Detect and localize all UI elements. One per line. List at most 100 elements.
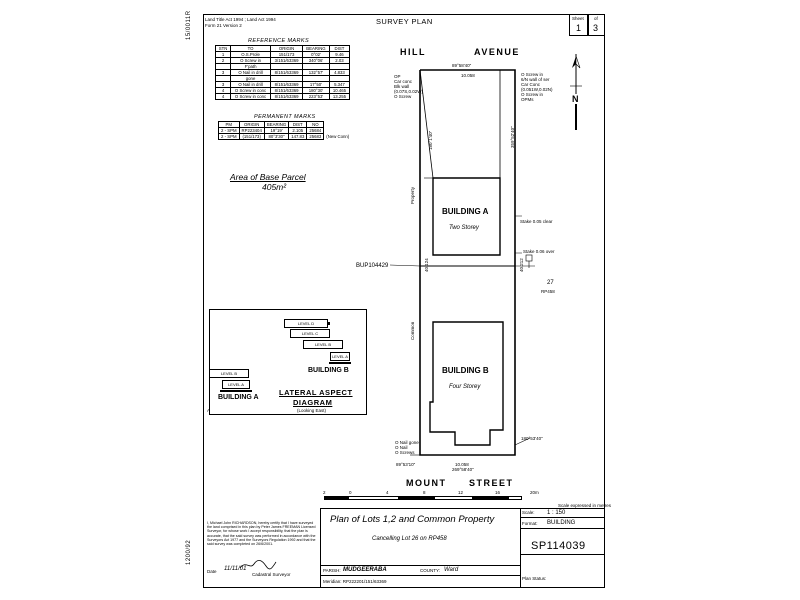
reference-marks-cell: 8/151/63369	[270, 93, 304, 100]
reference-marks-cell: 3/151/63369	[270, 57, 304, 64]
lateral-aspect-frame	[209, 309, 367, 415]
permanent-marks-cell: 2 - SPM	[218, 127, 240, 134]
bup-reference: BUP104429	[356, 263, 389, 269]
parish-label: PARISH:	[323, 568, 341, 573]
reference-marks-cell: 223°53'	[302, 93, 330, 100]
side-reference-bottom: 1200/92	[186, 539, 192, 565]
plan-number: SP114039	[531, 540, 586, 552]
aspect-building-a-label: BUILDING A	[218, 394, 259, 401]
meridian-reference: Meridian: RP222201/151/63369	[323, 579, 387, 584]
sheet-number: 1	[576, 23, 582, 33]
permanent-marks-note: (New Conn)	[326, 134, 350, 139]
stake-clear-note: Stake 0.05 clear	[520, 219, 553, 224]
bottom-left-bearing: 89°53'10"	[396, 462, 416, 467]
aspect-marker: A	[207, 408, 211, 413]
bottom-left-mark-note: O Nail gone O Nail O Screws	[395, 440, 419, 455]
aspect-subtitle: (Looking East)	[297, 408, 327, 413]
building-a-outline	[432, 177, 501, 256]
level-d-box: LEVEL D	[284, 319, 328, 328]
permanent-marks-cell: 25684	[306, 127, 325, 134]
bottom-distance: 10.058	[455, 462, 469, 467]
surveyor-certificate: I, Michael John RICHARDSON, hereby certi…	[207, 521, 316, 547]
scale-label: Scale:	[522, 510, 535, 515]
scale-note: Scale expressed in metres	[558, 503, 612, 508]
county-name: Ward	[444, 567, 459, 573]
level-b-box-a: LEVEL B	[209, 369, 249, 378]
plan-title: Plan of Lots 1,2 and Common Property	[330, 514, 495, 525]
permanent-marks-cell: 147.83	[288, 133, 308, 140]
aspect-title-line1: LATERAL ASPECT	[279, 388, 353, 397]
street-name-hill: HILL	[400, 47, 426, 57]
top-bearing: 89°58'40"	[452, 63, 472, 68]
scale-tick-0: 0	[349, 490, 352, 495]
reference-marks-cell: 13.255	[328, 93, 351, 100]
bottom-right-bearing: 180°53'40"	[521, 436, 543, 441]
property-label: Property	[410, 186, 415, 204]
building-a-label: BUILDING A	[442, 207, 489, 216]
building-b-outline	[429, 321, 504, 446]
north-arrow-icon	[570, 54, 582, 130]
north-label: N	[572, 94, 579, 104]
stake-over-note: Stake 0.06 over	[523, 249, 555, 254]
scale-bar-fill	[324, 496, 349, 500]
reference-marks-cell: 4	[214, 93, 232, 100]
parcel-plan-drawing	[389, 69, 535, 456]
adjoining-lot-plan: RP458	[541, 289, 555, 294]
right-bearing: 359°52'40"	[510, 126, 515, 148]
scale-tick-8: 8	[423, 490, 426, 495]
level-a-box-a: LEVEL A	[222, 380, 250, 389]
level-c-box: LEVEL C	[290, 329, 330, 338]
base-parcel-label: Area of Base Parcel	[230, 172, 306, 182]
reference-marks-header-3: BEARING	[302, 45, 330, 52]
top-distance: 10.058	[461, 73, 475, 78]
sheet-label: Sheet	[572, 16, 584, 21]
building-a-desc: Two Storey	[449, 225, 479, 231]
acts-line-2: Form 21 Version 2	[205, 23, 242, 28]
top-right-mark-note: O Screw in 6/N wall of ser Car Conc (0.0…	[521, 72, 553, 102]
acts-line-1: Land Title Act 1994 ; Land Act 1994	[205, 17, 276, 22]
permanent-marks-header-2: BEARING	[263, 121, 290, 128]
top-left-mark-note: OP Car conc Blk wall (0.07S,0.02W) O Scr…	[394, 74, 424, 99]
parish-name: MUDGEERABA	[343, 567, 387, 573]
aspect-building-b-label: BUILDING B	[308, 367, 349, 374]
scale-tick-2: 2	[323, 490, 326, 495]
reference-marks-cell: 8/151/63369	[270, 87, 304, 94]
scale-tick-16: 16	[495, 490, 501, 495]
scale-tick-4: 4	[386, 490, 389, 495]
reference-marks-cell: O Screw in conc	[230, 93, 272, 100]
plan-type-title: SURVEY PLAN	[376, 17, 433, 26]
level-a-box-b: LEVEL A	[330, 352, 350, 361]
side-reference-top: 15/0011R	[186, 10, 192, 40]
parcel-boundary	[419, 69, 516, 456]
certificate-date: 11/11/01	[224, 566, 247, 572]
permanent-marks-cell: 2 - SPM	[218, 133, 240, 140]
level-b-box: LEVEL B	[303, 340, 343, 349]
common-boundary-left	[419, 69, 434, 179]
certificate-date-label: Date	[207, 569, 217, 574]
right-distance: 40.212	[519, 258, 524, 272]
left-bearing: 180°1'40"	[428, 130, 433, 150]
title-block-right	[520, 508, 605, 588]
reference-marks-cell: O Screw in conc	[230, 87, 272, 94]
street-name-avenue: AVENUE	[474, 47, 520, 57]
street-name-street: STREET	[469, 478, 514, 488]
scale-value: 1 : 150	[547, 510, 566, 516]
permanent-marks-title: PERMANENT MARKS	[254, 114, 316, 120]
county-label: COUNTY:	[420, 568, 441, 573]
format-value: BUILDING	[547, 520, 576, 526]
format-label: Format:	[522, 521, 538, 526]
base-parcel-area: 405m²	[262, 182, 287, 192]
scale-tick-12: 12	[458, 490, 464, 495]
adjoining-lot-number: 27	[547, 280, 554, 286]
sheet-of-label: of	[594, 16, 598, 21]
reference-marks-cell: 8/151/63369	[270, 69, 304, 76]
permanent-marks-cell: (151/173)	[238, 133, 265, 140]
aspect-title-line2: DIAGRAM	[293, 398, 333, 407]
reference-marks-title: REFERENCE MARKS	[248, 38, 310, 44]
sheet-number-box: Sheet 1	[569, 14, 588, 36]
